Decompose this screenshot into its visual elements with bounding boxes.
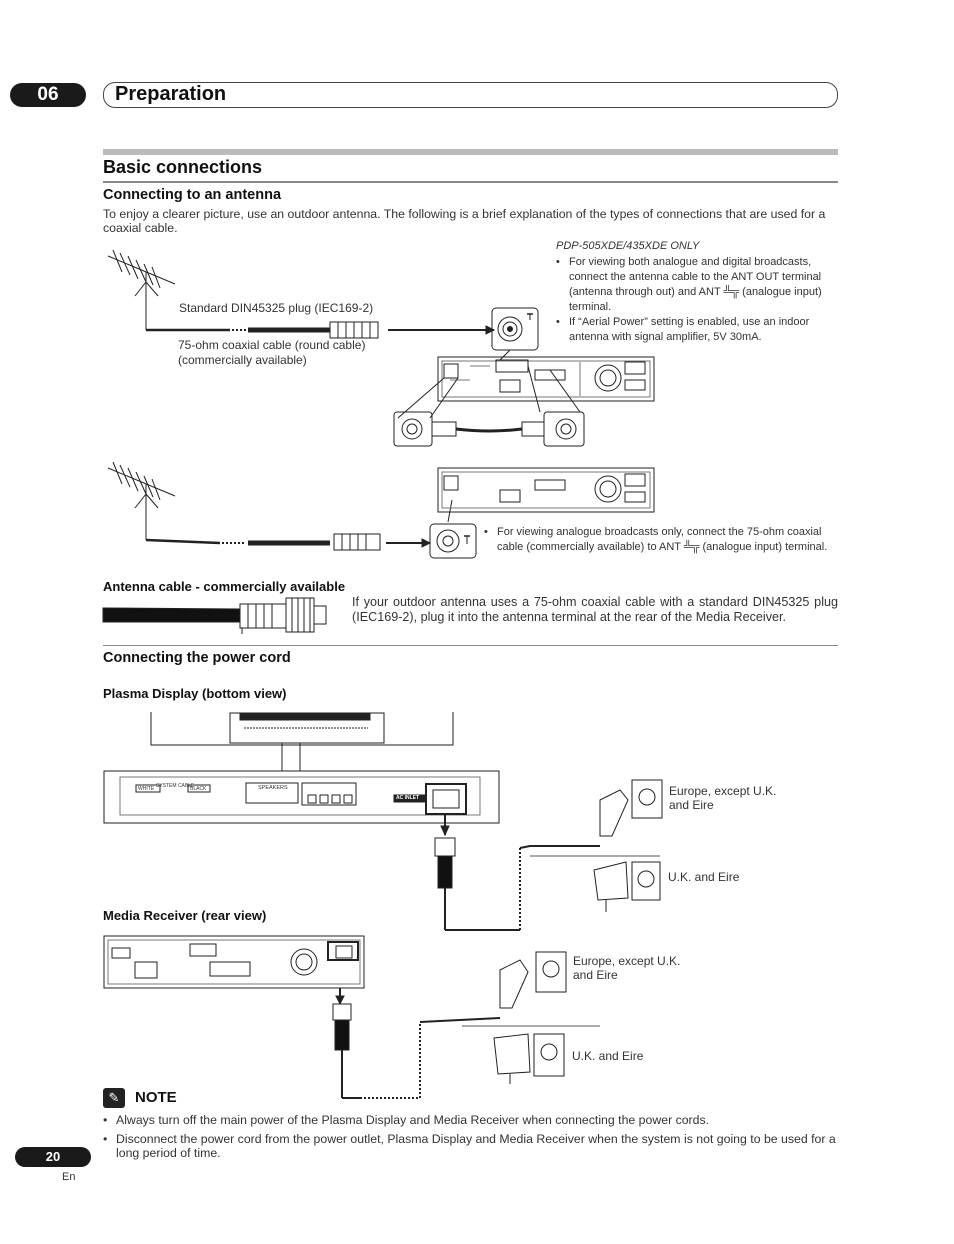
panel-ac-inlet: AC INLET xyxy=(396,795,420,801)
panel-system-cable: SYSTEM CABLE xyxy=(156,783,195,789)
plasma-heading: Plasma Display (bottom view) xyxy=(103,686,287,701)
bullet-analogue-only: For viewing analogue broadcasts only, co… xyxy=(484,525,836,555)
antenna-cable-text: If your outdoor antenna uses a 75-ohm co… xyxy=(352,595,838,624)
bullet-aerial-power: If “Aerial Power” setting is enabled, us… xyxy=(556,315,836,345)
plug-label: Standard DIN45325 plug (IEC169-2) xyxy=(179,301,374,315)
note-item: Always turn off the main power of the Pl… xyxy=(103,1113,838,1127)
chapter-number: 06 xyxy=(10,83,86,107)
page-language: En xyxy=(62,1171,76,1183)
europe-label-plasma: Europe, except U.K. and Eire xyxy=(669,784,777,812)
cable-label-2: (commercially available) xyxy=(178,353,307,367)
antenna-bullets-1: For viewing both analogue and digital br… xyxy=(556,255,836,345)
section-rule-top xyxy=(103,149,838,155)
note-item: Disconnect the power cord from the power… xyxy=(103,1132,838,1160)
antenna-heading: Connecting to an antenna xyxy=(103,187,282,203)
note-list: Always turn off the main power of the Pl… xyxy=(103,1113,838,1160)
panel-speakers: SPEAKERS xyxy=(258,785,288,791)
section-divider xyxy=(103,645,838,646)
section-title: Basic connections xyxy=(103,157,263,177)
uk-label-plasma: U.K. and Eire xyxy=(668,870,740,884)
receiver-heading: Media Receiver (rear view) xyxy=(103,908,267,923)
cable-label-1: 75-ohm coaxial cable (round cable) xyxy=(178,338,366,352)
note-title: NOTE xyxy=(135,1089,177,1106)
chapter-title-bar xyxy=(103,82,838,108)
outdoor-antenna-icon xyxy=(107,249,176,330)
chapter-title: Preparation xyxy=(115,83,227,105)
page-number: 20 xyxy=(15,1147,91,1167)
power-heading: Connecting the power cord xyxy=(103,650,291,666)
antenna-cable-heading: Antenna cable - commercially available xyxy=(103,579,346,594)
model-note: PDP-505XDE/435XDE ONLY xyxy=(556,240,700,252)
antenna-bullets-2: For viewing analogue broadcasts only, co… xyxy=(484,525,836,555)
outdoor-antenna-icon xyxy=(107,461,176,540)
panel-black: BLACK xyxy=(190,786,207,792)
antenna-intro: To enjoy a clearer picture, use an outdo… xyxy=(103,207,826,235)
europe-label-receiver: Europe, except U.K. and Eire xyxy=(573,954,681,982)
section-rule-bottom xyxy=(103,181,838,183)
panel-white: WHITE xyxy=(138,786,155,792)
uk-label-receiver: U.K. and Eire xyxy=(572,1049,644,1063)
note-pencil-icon: ✎ xyxy=(103,1088,125,1108)
bullet-digital-analogue: For viewing both analogue and digital br… xyxy=(556,255,836,315)
